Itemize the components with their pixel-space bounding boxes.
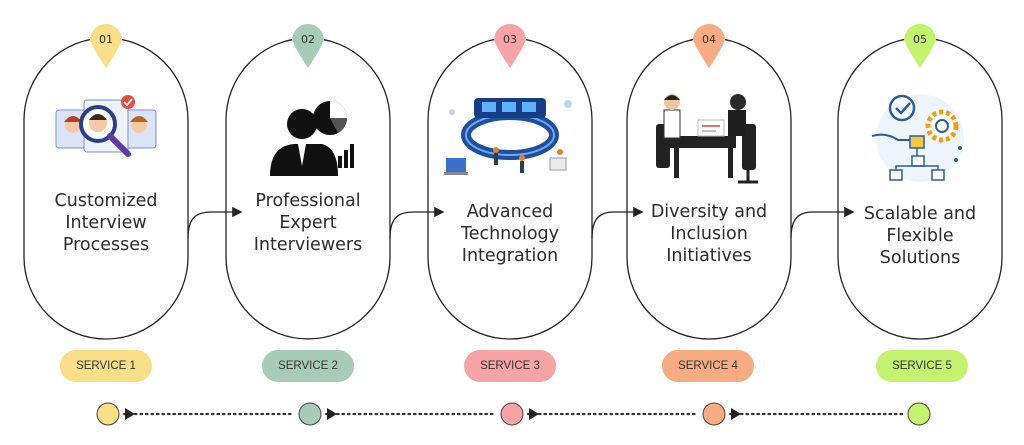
step-4-capsule [626,37,792,340]
timeline-node-1 [96,402,120,426]
candidate-search-icon [55,95,157,157]
timeline-arrowhead-2 [327,408,337,420]
step-2-badge [292,24,324,68]
step-1-badge [90,24,122,68]
step-1-title: Customized Interview Processes [54,191,158,255]
step-2-number: 02 [301,33,315,46]
step-3-title: Advanced Technology Integration [460,202,560,266]
connector-arrow-2-3 [389,206,445,239]
technology-isometric-icon [444,98,572,175]
timeline-node-4 [702,402,726,426]
service-1-pill: SERVICE 1 [60,350,152,382]
step-5-title: Scalable and Flexible Solutions [863,204,977,268]
service-2-pill: SERVICE 2 [262,350,354,382]
step-4-title: Diversity and Inclusion Initiatives [650,202,768,266]
flexible-solutions-icon [871,94,964,182]
step-5-number: 05 [913,33,927,46]
step-4-number: 04 [702,33,716,46]
step-3-number: 03 [503,33,517,46]
timeline-arrowhead-1 [125,408,135,420]
step-4-badge [693,24,725,68]
step-2-capsule [225,37,391,340]
connector-arrow-4-5 [790,206,855,239]
step-3-capsule [427,37,593,340]
timeline-node-3 [500,402,524,426]
step-5-badge [904,24,936,68]
step-1-number: 01 [99,33,113,46]
step-1-capsule [23,37,189,340]
connector-arrow-1-2 [187,206,243,239]
service-3-pill: SERVICE 3 [464,350,556,382]
timeline-node-5 [907,402,931,426]
step-2-title: Professional Expert Interviewers [253,191,363,255]
timeline-arrowhead-4 [731,408,741,420]
step-5-capsule [837,37,1003,340]
interview-meeting-icon [656,94,758,184]
timeline-node-2 [298,402,322,426]
service-4-pill: SERVICE 4 [662,350,754,382]
business-expert-icon [270,101,354,176]
connector-arrow-3-4 [591,206,644,239]
step-3-badge [494,24,526,68]
service-5-pill: SERVICE 5 [876,350,968,382]
timeline-arrowhead-3 [529,408,539,420]
